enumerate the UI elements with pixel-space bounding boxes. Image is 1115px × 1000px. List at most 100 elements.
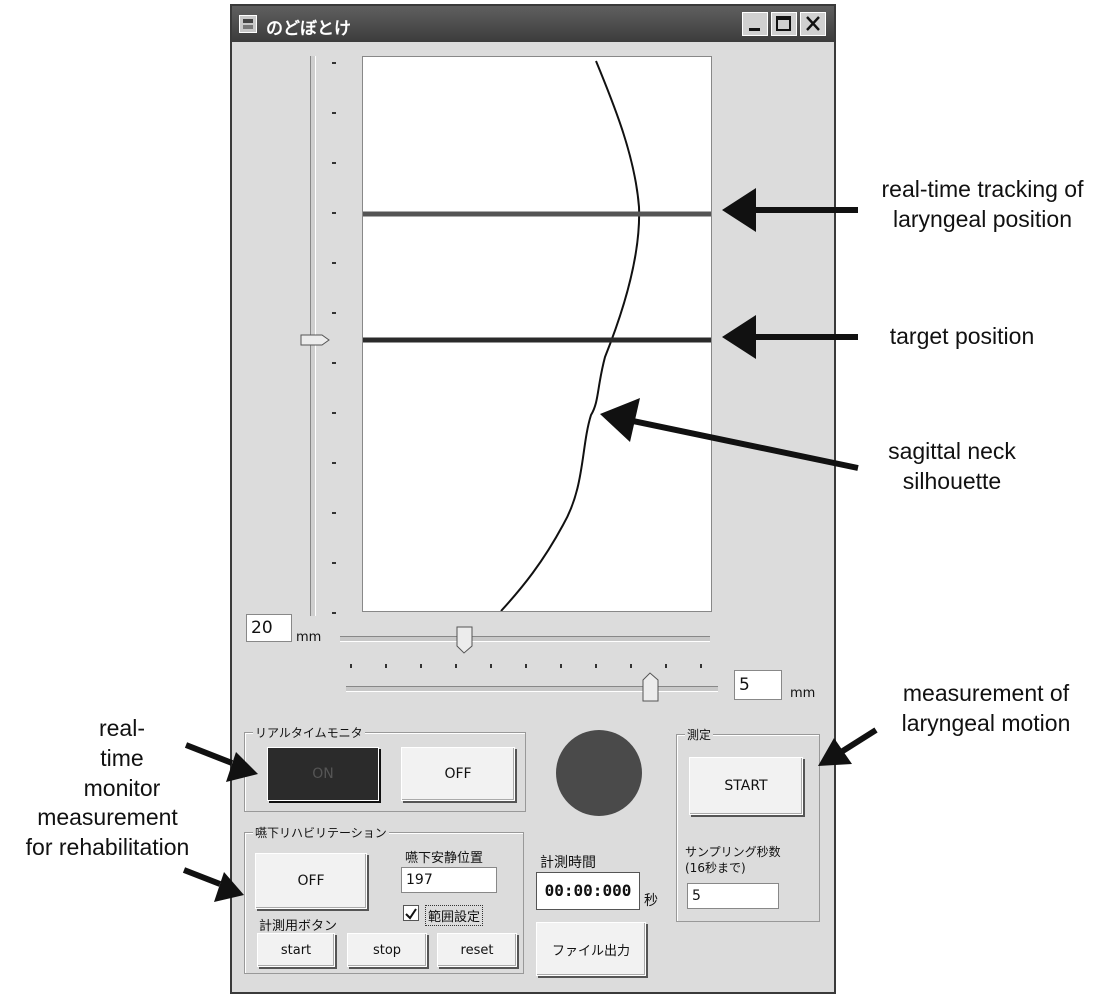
- annotation-motion-line2: laryngeal motion: [901, 710, 1071, 736]
- scale-slider-tick: [490, 664, 492, 668]
- annotation-motion: measurement of laryngeal motion: [868, 678, 1104, 738]
- annotation-target: target position: [862, 321, 1062, 351]
- range-unit-label: mm: [296, 630, 322, 645]
- title-bar[interactable]: のどぼとけ: [232, 6, 834, 42]
- minimize-icon: [749, 28, 760, 31]
- scale-slider-tick: [700, 664, 702, 668]
- annotation-tracking-line1: real-time tracking of: [881, 176, 1084, 202]
- range-setting-label: 範囲設定: [425, 905, 484, 926]
- vertical-slider-tick: [332, 612, 336, 614]
- vertical-slider-tick: [332, 162, 336, 164]
- scale-unit-label: mm: [790, 686, 816, 701]
- arrow-monitor-head: [226, 752, 258, 782]
- vertical-slider-tick: [332, 112, 336, 114]
- arrow-monitor: [184, 742, 234, 766]
- measure-start-button[interactable]: START: [689, 757, 803, 815]
- annotation-rehab: measurement for rehabilitation: [0, 802, 215, 862]
- app-window: のどぼとけ 20 mm 5 mm リ: [230, 4, 836, 994]
- close-icon: [806, 16, 820, 31]
- annotation-motion-line1: measurement of: [902, 680, 1070, 706]
- scale-slider-ticks: [350, 664, 720, 672]
- annotation-monitor-line3: monitor: [83, 775, 161, 801]
- neck-silhouette-curve: [500, 60, 641, 612]
- app-icon: [239, 15, 257, 33]
- rest-position-field[interactable]: 197: [401, 867, 497, 893]
- scale-slider-tick: [455, 664, 457, 668]
- rehab-group: 嚥下リハビリテーション OFF 嚥下安静位置 197 範囲設定 計測用ボタン s…: [244, 824, 524, 974]
- annotation-tracking: real-time tracking of laryngeal position: [850, 174, 1115, 234]
- arrow-tracking-head: [722, 188, 756, 232]
- vertical-slider-tick: [332, 212, 336, 214]
- rehab-off-button[interactable]: OFF: [255, 853, 367, 909]
- annotation-target-line1: target position: [889, 323, 1035, 349]
- window-title: のどぼとけ: [266, 19, 351, 39]
- timer-label: 計測時間: [540, 855, 596, 871]
- maximize-icon: [776, 16, 791, 31]
- scale-slider-tick: [420, 664, 422, 668]
- annotation-monitor: real- time monitor: [52, 713, 192, 803]
- scale-slider-tick: [525, 664, 527, 668]
- position-slider-thumb[interactable]: [456, 626, 474, 654]
- vertical-slider-tick: [332, 412, 336, 414]
- rest-position-label: 嚥下安静位置: [405, 851, 484, 866]
- annotation-monitor-line1: real-: [98, 715, 145, 741]
- minimize-button[interactable]: [742, 12, 768, 36]
- vertical-slider-tick: [332, 462, 336, 464]
- close-button[interactable]: [800, 12, 826, 36]
- annotation-monitor-line2: time: [100, 745, 144, 771]
- range-setting-checkbox[interactable]: [403, 905, 419, 921]
- annotation-rehab-line1: measurement: [37, 804, 178, 830]
- scale-slider-tick: [595, 664, 597, 668]
- measurement-label: 測定: [685, 726, 714, 743]
- vertical-slider-tick: [332, 262, 336, 264]
- scale-slider-tick: [665, 664, 667, 668]
- annotation-silhouette: sagittal neck silhouette: [862, 436, 1042, 496]
- timer-unit-label: 秒: [644, 893, 658, 909]
- vertical-slider-thumb[interactable]: [300, 334, 330, 346]
- scale-slider-tick: [350, 664, 352, 668]
- range-value-field[interactable]: 20: [246, 614, 292, 642]
- vertical-slider-tick: [332, 562, 336, 564]
- scale-slider-tick: [560, 664, 562, 668]
- scale-slider-tick: [630, 664, 632, 668]
- arrow-motion: [836, 727, 878, 757]
- arrow-target-head: [722, 315, 756, 359]
- vertical-slider-tick: [332, 62, 336, 64]
- measurement-group: 測定 START サンプリング秒数 (16秒まで) 5: [676, 726, 820, 922]
- position-slider-track[interactable]: [340, 636, 710, 642]
- scale-slider-tick: [385, 664, 387, 668]
- scale-value-field[interactable]: 5: [734, 670, 782, 700]
- vertical-slider-tick: [332, 312, 336, 314]
- neck-plot-area: [362, 56, 712, 612]
- scale-slider-thumb[interactable]: [642, 672, 660, 702]
- realtime-monitor-label: リアルタイムモニタ: [253, 724, 365, 741]
- arrow-silhouette: [627, 417, 859, 471]
- sampling-seconds-label: サンプリング秒数: [685, 845, 781, 859]
- export-file-button[interactable]: ファイル出力: [536, 922, 646, 976]
- vertical-slider-tick: [332, 512, 336, 514]
- sampling-limit-hint: (16秒まで): [685, 861, 746, 875]
- annotation-silhouette-line2: silhouette: [902, 468, 1002, 494]
- arrow-motion-head: [818, 738, 852, 766]
- maximize-button[interactable]: [771, 12, 797, 36]
- rehab-stop-button[interactable]: stop: [347, 933, 427, 967]
- realtime-monitor-group: リアルタイムモニタ ON OFF: [244, 724, 526, 812]
- annotation-tracking-line2: laryngeal position: [892, 206, 1072, 232]
- rehab-reset-button[interactable]: reset: [437, 933, 517, 967]
- status-indicator-light: [556, 730, 642, 816]
- monitor-off-button[interactable]: OFF: [401, 747, 515, 801]
- monitor-on-button[interactable]: ON: [267, 747, 379, 801]
- arrow-silhouette-head: [600, 398, 640, 442]
- measure-buttons-label: 計測用ボタン: [259, 919, 338, 934]
- sampling-seconds-field[interactable]: 5: [687, 883, 779, 909]
- rehab-start-button[interactable]: start: [257, 933, 335, 967]
- timer-display: 00:00:000: [536, 872, 640, 910]
- annotation-silhouette-line1: sagittal neck: [888, 438, 1016, 464]
- annotation-rehab-line2: for rehabilitation: [25, 834, 190, 860]
- arrow-rehab-head: [214, 872, 244, 902]
- scale-slider-track[interactable]: [346, 686, 718, 692]
- checkmark-icon: [405, 908, 417, 920]
- vertical-slider-tick: [332, 362, 336, 364]
- rehab-label: 嚥下リハビリテーション: [253, 824, 389, 841]
